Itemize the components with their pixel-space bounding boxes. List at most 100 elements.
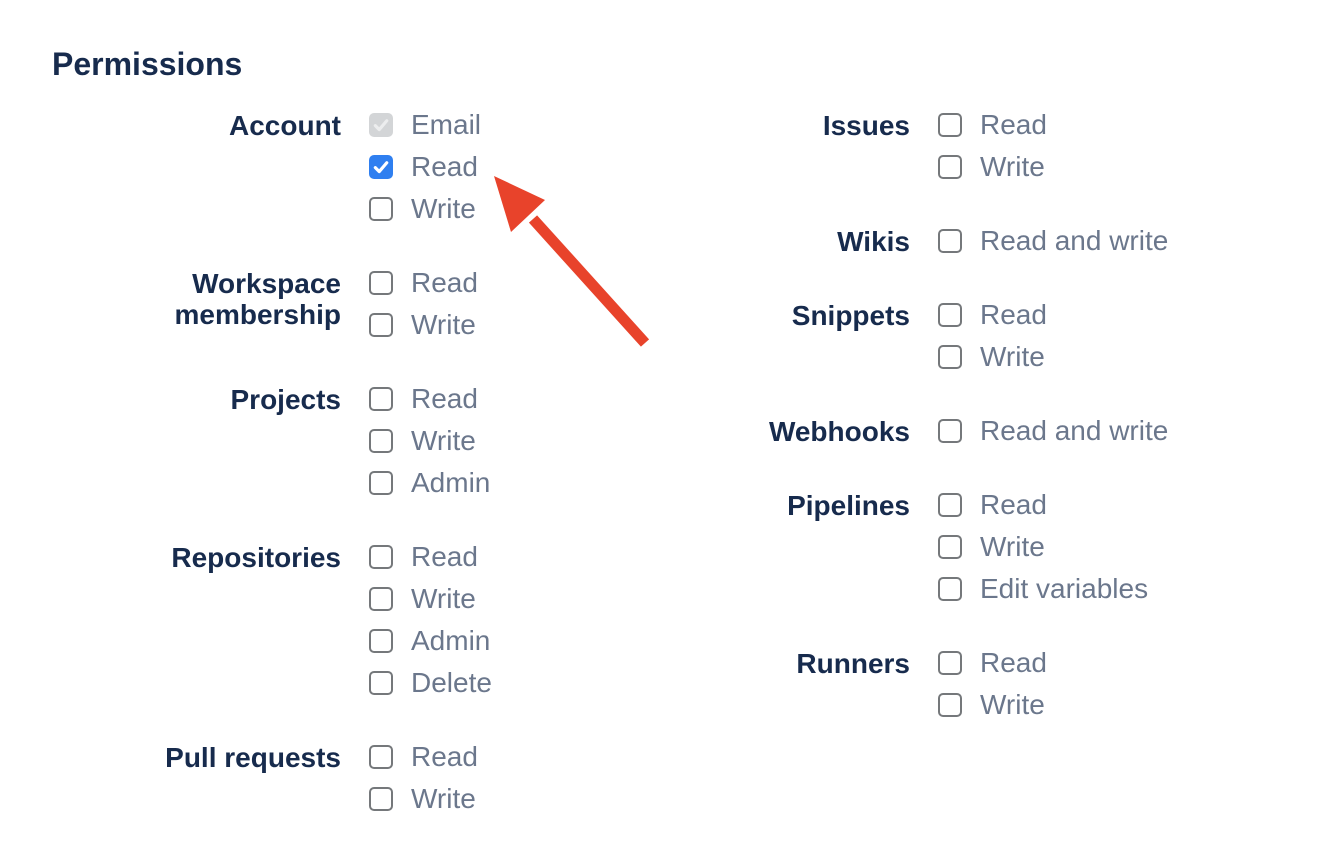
option-row-workspace-membership-read: Read	[369, 262, 478, 304]
checkbox-issues-write[interactable]	[938, 155, 962, 179]
option-row-pull-requests-write: Write	[369, 778, 478, 820]
checkbox-repositories-write[interactable]	[369, 587, 393, 611]
checkbox-pull-requests-write[interactable]	[369, 787, 393, 811]
option-row-runners-read: Read	[938, 642, 1047, 684]
checkbox-label-workspace-membership-write[interactable]: Write	[411, 309, 476, 340]
checkbox-webhooks-read-and-write[interactable]	[938, 419, 962, 443]
checkbox-label-issues-write[interactable]: Write	[980, 151, 1045, 182]
option-row-issues-write: Write	[938, 146, 1047, 188]
checkbox-repositories-admin[interactable]	[369, 629, 393, 653]
checkbox-projects-read[interactable]	[369, 387, 393, 411]
checkbox-label-pipelines-write[interactable]: Write	[980, 531, 1045, 562]
option-row-repositories-write: Write	[369, 578, 492, 620]
checkbox-label-pipelines-edit-variables[interactable]: Edit variables	[980, 573, 1149, 604]
option-row-account-read: Read	[369, 146, 481, 188]
option-row-repositories-admin: Admin	[369, 620, 492, 662]
option-row-wikis-read-and-write: Read and write	[938, 220, 1168, 262]
group-label-repositories: Repositories	[171, 542, 341, 573]
page-title: Permissions	[52, 46, 243, 82]
checkbox-repositories-read[interactable]	[369, 545, 393, 569]
checkbox-snippets-write[interactable]	[938, 345, 962, 369]
checkbox-label-projects-write[interactable]: Write	[411, 425, 476, 456]
checkbox-repositories-delete[interactable]	[369, 671, 393, 695]
option-row-snippets-read: Read	[938, 294, 1047, 336]
group-label-projects: Projects	[230, 384, 342, 415]
checkbox-account-write[interactable]	[369, 197, 393, 221]
checkbox-pipelines-edit-variables[interactable]	[938, 577, 962, 601]
option-row-snippets-write: Write	[938, 336, 1047, 378]
checkbox-label-snippets-write[interactable]: Write	[980, 341, 1045, 372]
group-label-pull-requests: Pull requests	[165, 742, 341, 773]
checkbox-issues-read[interactable]	[938, 113, 962, 137]
checkbox-label-wikis-read-and-write[interactable]: Read and write	[980, 225, 1169, 256]
group-label-workspace-membership: Workspace membership	[174, 268, 342, 330]
check-icon	[373, 119, 389, 132]
checkbox-label-account-read[interactable]: Read	[411, 151, 478, 182]
group-label-pipelines: Pipelines	[787, 490, 910, 521]
checkbox-workspace-membership-read[interactable]	[369, 271, 393, 295]
option-row-projects-admin: Admin	[369, 462, 490, 504]
option-row-pull-requests-read: Read	[369, 736, 478, 778]
checkbox-label-workspace-membership-read[interactable]: Read	[411, 267, 478, 298]
group-label-issues: Issues	[822, 110, 910, 141]
checkbox-label-runners-write[interactable]: Write	[980, 689, 1045, 720]
checkbox-label-pull-requests-read[interactable]: Read	[411, 741, 478, 772]
option-row-pipelines-edit-variables: Edit variables	[938, 568, 1148, 610]
checkbox-snippets-read[interactable]	[938, 303, 962, 327]
checkbox-label-pull-requests-write[interactable]: Write	[411, 783, 476, 814]
checkbox-label-snippets-read[interactable]: Read	[980, 299, 1047, 330]
checkbox-projects-admin[interactable]	[369, 471, 393, 495]
checkbox-label-repositories-admin[interactable]: Admin	[411, 625, 491, 656]
checkbox-label-repositories-delete[interactable]: Delete	[411, 667, 492, 698]
checkbox-runners-read[interactable]	[938, 651, 962, 675]
checkbox-pipelines-read[interactable]	[938, 493, 962, 517]
option-row-projects-write: Write	[369, 420, 490, 462]
checkbox-account-read[interactable]	[369, 155, 393, 179]
checkbox-label-webhooks-read-and-write[interactable]: Read and write	[980, 415, 1169, 446]
option-row-pipelines-write: Write	[938, 526, 1148, 568]
group-label-account: Account	[229, 110, 341, 141]
group-label-runners: Runners	[796, 648, 910, 679]
checkbox-label-projects-admin[interactable]: Admin	[411, 467, 491, 498]
checkbox-account-email[interactable]	[369, 113, 393, 137]
checkbox-label-pipelines-read[interactable]: Read	[980, 489, 1047, 520]
option-row-account-write: Write	[369, 188, 481, 230]
checkbox-workspace-membership-write[interactable]	[369, 313, 393, 337]
checkbox-label-repositories-read[interactable]: Read	[411, 541, 478, 572]
group-label-wikis: Wikis	[837, 226, 910, 257]
checkbox-pipelines-write[interactable]	[938, 535, 962, 559]
checkbox-runners-write[interactable]	[938, 693, 962, 717]
checkbox-label-runners-read[interactable]: Read	[980, 647, 1047, 678]
checkbox-label-account-write[interactable]: Write	[411, 193, 476, 224]
check-icon	[373, 161, 389, 174]
permission-group-wikis: Wikis Read and write	[730, 220, 1168, 262]
option-row-runners-write: Write	[938, 684, 1047, 726]
checkbox-projects-write[interactable]	[369, 429, 393, 453]
checkbox-label-repositories-write[interactable]: Write	[411, 583, 476, 614]
option-row-repositories-read: Read	[369, 536, 492, 578]
checkbox-pull-requests-read[interactable]	[369, 745, 393, 769]
option-row-pipelines-read: Read	[938, 484, 1148, 526]
checkbox-wikis-read-and-write[interactable]	[938, 229, 962, 253]
option-row-projects-read: Read	[369, 378, 490, 420]
checkbox-label-account-email[interactable]: Email	[411, 109, 482, 140]
option-row-account-email: Email	[369, 104, 481, 146]
option-row-workspace-membership-write: Write	[369, 304, 478, 346]
checkbox-label-issues-read[interactable]: Read	[980, 109, 1047, 140]
options-wikis: Read and write	[938, 220, 1168, 262]
checkbox-label-projects-read[interactable]: Read	[411, 383, 478, 414]
